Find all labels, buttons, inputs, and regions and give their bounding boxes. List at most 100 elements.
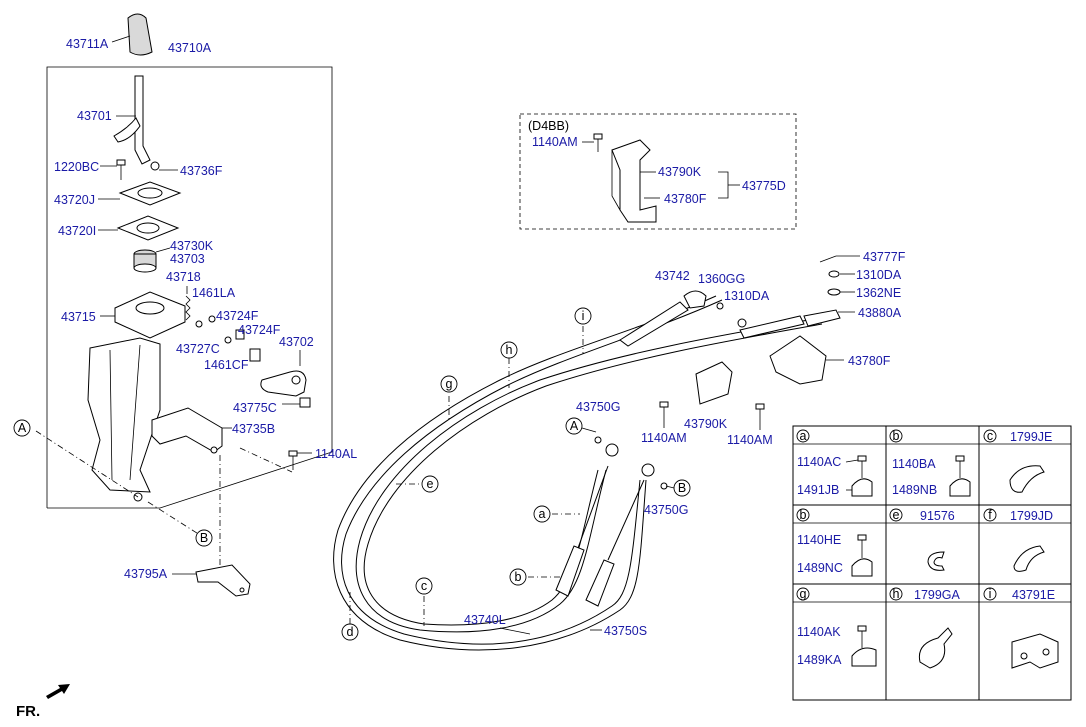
label-43775C: 43775C: [233, 401, 277, 415]
spring: [185, 295, 191, 321]
svg-text:a: a: [800, 429, 807, 443]
callout-d: [341, 623, 359, 641]
cable-end-a: [555, 545, 585, 597]
label-43780F-top: 43780F: [664, 192, 707, 206]
label-1140AM-top: 1140AM: [532, 135, 578, 149]
label-43715: 43715: [61, 310, 96, 324]
label-43711A: 43711A: [66, 37, 109, 51]
callout-e: [421, 475, 439, 493]
shift-cables: [333, 255, 860, 651]
table-cell-i: i 43791E: [983, 587, 1059, 669]
label-43720J: 43720J: [54, 193, 95, 207]
label-1310DA-a: 1310DA: [724, 289, 770, 303]
callout-h: [500, 341, 518, 359]
assembly-frame: [46, 66, 333, 509]
cable-end-b: [585, 559, 615, 607]
label-43702: 43702: [279, 335, 314, 349]
svg-text:c: c: [987, 429, 993, 443]
clip-1799GA-icon: [918, 627, 953, 669]
table-cell-h: h 1799GA: [889, 587, 961, 669]
label-43724F-a: 43724F: [216, 309, 259, 323]
cable-43740L: [355, 317, 821, 633]
callout-b: [509, 568, 527, 586]
svg-text:c: c: [421, 579, 427, 593]
label-43880A: 43880A: [858, 306, 902, 320]
cable-end-43742: [619, 301, 689, 347]
svg-text:1491JB: 1491JB: [797, 483, 839, 497]
label-43750S: 43750S: [604, 624, 647, 638]
svg-text:e: e: [893, 508, 900, 522]
table-cell-f: f 1799JD: [983, 508, 1053, 572]
label-43740L: 43740L: [464, 613, 506, 627]
svg-text:1140HE: 1140HE: [797, 533, 841, 547]
label-1140AM-right: 1140AM: [727, 433, 773, 447]
callout-B-left: [195, 529, 213, 547]
shift-bracket: [87, 337, 161, 493]
svg-text:f: f: [988, 508, 992, 522]
label-43735B: 43735B: [232, 422, 275, 436]
bracket-43780F: [769, 335, 827, 385]
reference-lines: [35, 430, 293, 568]
lever-arm: [113, 117, 141, 143]
svg-text:1489NC: 1489NC: [797, 561, 843, 575]
shift-lever: [134, 75, 151, 165]
callout-c: [415, 577, 433, 595]
label-1461CF: 1461CF: [204, 358, 249, 372]
label-43720I: 43720I: [58, 224, 96, 238]
svg-text:1140AK: 1140AK: [797, 625, 841, 639]
svg-text:91576: 91576: [920, 509, 955, 523]
front-arrow-icon: [46, 684, 70, 699]
callout-a: [533, 505, 551, 523]
label-1362NE: 1362NE: [856, 286, 901, 300]
svg-text:g: g: [800, 587, 807, 601]
svg-text:h: h: [506, 343, 513, 357]
callout-i: [574, 307, 592, 325]
svg-text:g: g: [446, 377, 453, 391]
label-43790K-top: 43790K: [658, 165, 702, 179]
table-cell-b: b 1140BA 1489NB: [889, 429, 971, 497]
table-cell-e: e 91576: [889, 508, 955, 571]
svg-text:h: h: [893, 587, 900, 601]
shift-lever-assembly: [46, 13, 333, 597]
svg-text:i: i: [582, 309, 585, 323]
svg-text:1799GA: 1799GA: [914, 588, 961, 602]
d4bb-variant-box: [519, 113, 797, 230]
label-43703: 43703: [170, 252, 205, 266]
label-1310DA-b: 1310DA: [856, 268, 902, 282]
callout-A-right: [565, 417, 583, 435]
label-d4bb: (D4BB): [528, 119, 569, 133]
svg-text:e: e: [427, 477, 434, 491]
circle-callouts: A B A B g h i e c d a b: [13, 307, 691, 641]
svg-text:1140AC: 1140AC: [797, 455, 841, 469]
clip-1799JD-icon: [1013, 545, 1045, 572]
label-43780F: 43780F: [848, 354, 891, 368]
label-43736F: 43736F: [180, 164, 223, 178]
bushing-43724F: [249, 348, 261, 362]
clip-reference-table: a 1140AC 1491JB b 1140BA 1489NB c 1799JE…: [792, 425, 1072, 701]
shift-link: [260, 370, 307, 397]
svg-text:1489NB: 1489NB: [892, 483, 937, 497]
svg-text:1489KA: 1489KA: [797, 653, 842, 667]
clip-1799JE-icon: [1009, 465, 1045, 493]
cable-end-43880A: [739, 315, 805, 339]
part-labels: 43711A 43710A 43701 1220BC 43736F 43720J…: [54, 37, 906, 638]
d4bb-bracket: [611, 139, 657, 223]
callout-A-left: [13, 419, 31, 437]
label-1140AM-left: 1140AM: [641, 431, 687, 445]
label-43750G-bottom: 43750G: [644, 503, 688, 517]
cable-43750S-outer: [333, 295, 717, 651]
bracket-43735B: [151, 407, 223, 453]
svg-text:1140BA: 1140BA: [892, 457, 936, 471]
svg-text:B: B: [200, 531, 208, 545]
svg-text:d: d: [347, 625, 354, 639]
label-43790K: 43790K: [684, 417, 728, 431]
svg-text:1799JE: 1799JE: [1010, 430, 1052, 444]
label-1360GG: 1360GG: [698, 272, 745, 286]
table-cell-b2: b 1140HE 1489NC: [796, 508, 873, 577]
callout-B-right: [673, 479, 691, 497]
label-43795A: 43795A: [124, 567, 168, 581]
lever-ball: [150, 161, 160, 171]
label-1461LA: 1461LA: [192, 286, 236, 300]
label-43727C: 43727C: [176, 342, 220, 356]
